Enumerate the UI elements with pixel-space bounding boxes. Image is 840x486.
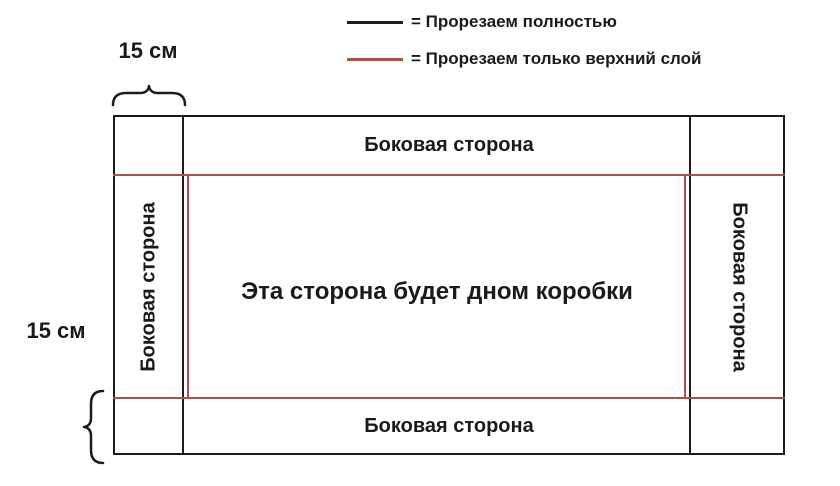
left-cut-line [182, 115, 184, 455]
top-width-label: 15 см [118, 38, 178, 63]
bottom-side-label: Боковая сторона [364, 415, 534, 437]
right-cut-line [689, 115, 691, 455]
fold-line-bottom [113, 397, 785, 399]
left-dimension-brace [82, 389, 105, 465]
outer-cut-border [113, 115, 785, 455]
top-layer-cut-line-icon [347, 57, 403, 61]
top-dimension-brace [111, 84, 187, 107]
legend-item-full-cut: = Прорезаем полностью [347, 12, 617, 32]
left-height-label: 15 см [26, 318, 86, 343]
fold-line-left [187, 174, 189, 399]
fold-line-right [684, 174, 686, 399]
legend-label-full-cut: = Прорезаем полностью [411, 12, 617, 31]
top-side-label: Боковая сторона [364, 133, 534, 156]
box-bottom-center-label: Эта сторона будет дном коробки [241, 278, 633, 305]
full-cut-line-icon [347, 20, 403, 24]
top-side-strip: Боковая сторона [113, 115, 785, 175]
legend-item-top-layer-cut: = Прорезаем только верхний слой [347, 49, 701, 69]
bottom-side-strip: Боковая сторона [113, 398, 785, 455]
fold-line-top [113, 174, 785, 176]
right-side-label: Боковая сторона [728, 202, 751, 372]
left-side-label: Боковая сторона [137, 202, 160, 372]
legend-label-top-layer-cut: = Прорезаем только верхний слой [411, 49, 702, 68]
